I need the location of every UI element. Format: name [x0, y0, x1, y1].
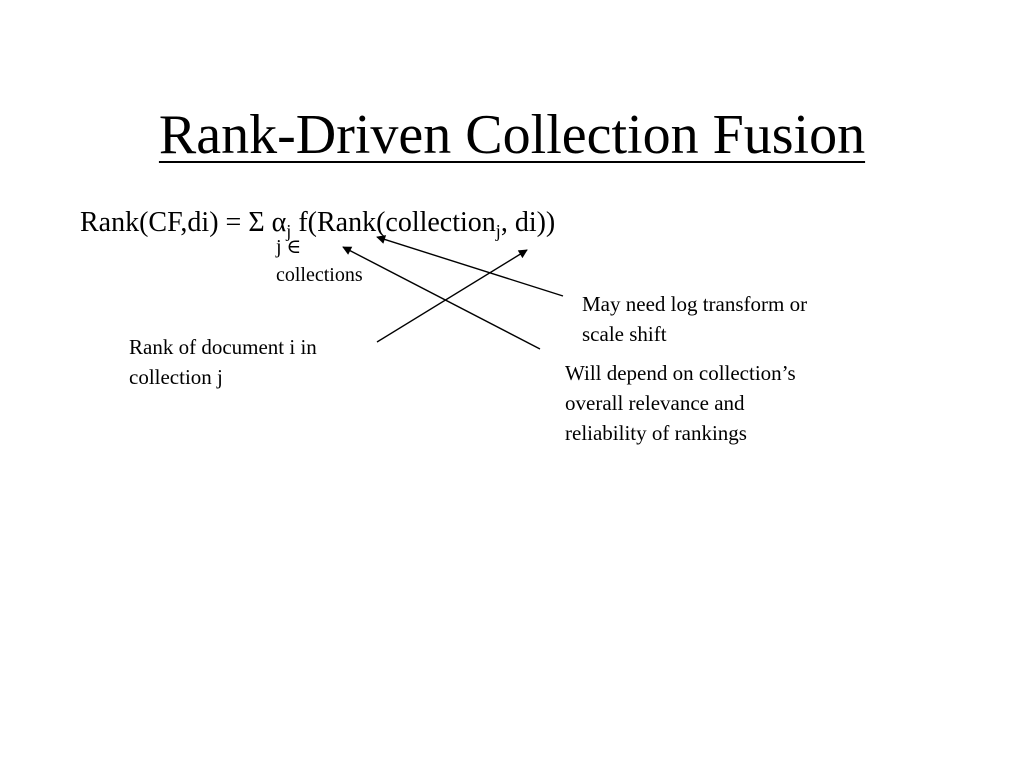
- note-rank-of-document-line1: Rank of document i in: [129, 335, 317, 359]
- note-rank-of-document-line2: collection j: [129, 365, 223, 389]
- arrow-log-transform-to-function: [376, 235, 564, 297]
- slide-title: Rank-Driven Collection Fusion: [158, 104, 866, 166]
- note-rank-of-document: Rank of document i in collection j: [129, 332, 317, 392]
- note-log-transform-line1: May need log transform or: [582, 292, 808, 316]
- formula-lhs: Rank(CF,di) =: [80, 207, 249, 238]
- note-collection-dependence-line2: overall relevance and: [565, 391, 745, 415]
- formula-collection-subscript: j: [495, 221, 501, 241]
- formula-alpha: α: [271, 207, 287, 238]
- note-collection-dependence: Will depend on collection’s overall rele…: [565, 358, 796, 448]
- note-collection-dependence-line1: Will depend on collection’s: [565, 361, 796, 385]
- summation-index-line1: j ∈: [276, 236, 302, 258]
- note-log-transform-line2: scale shift: [582, 322, 667, 346]
- note-collection-dependence-line3: reliability of rankings: [565, 421, 747, 445]
- formula-function-start: f(Rank(collection: [291, 207, 496, 238]
- arrow-rank-to-inner-rank: [376, 249, 528, 343]
- formula-function-end: , di)): [500, 207, 556, 238]
- formula-alpha-subscript: j: [286, 221, 292, 241]
- formula-sigma: Σ: [248, 207, 272, 238]
- summation-index-line2: collections: [276, 264, 363, 286]
- arrow-depend-to-alpha: [342, 246, 541, 350]
- fusion-formula: Rank(CF,di) = Σ αj f(Rank(collectionj, d…: [80, 203, 555, 243]
- note-log-transform: May need log transform or scale shift: [582, 289, 807, 349]
- summation-index: j ∈ collections: [276, 234, 363, 288]
